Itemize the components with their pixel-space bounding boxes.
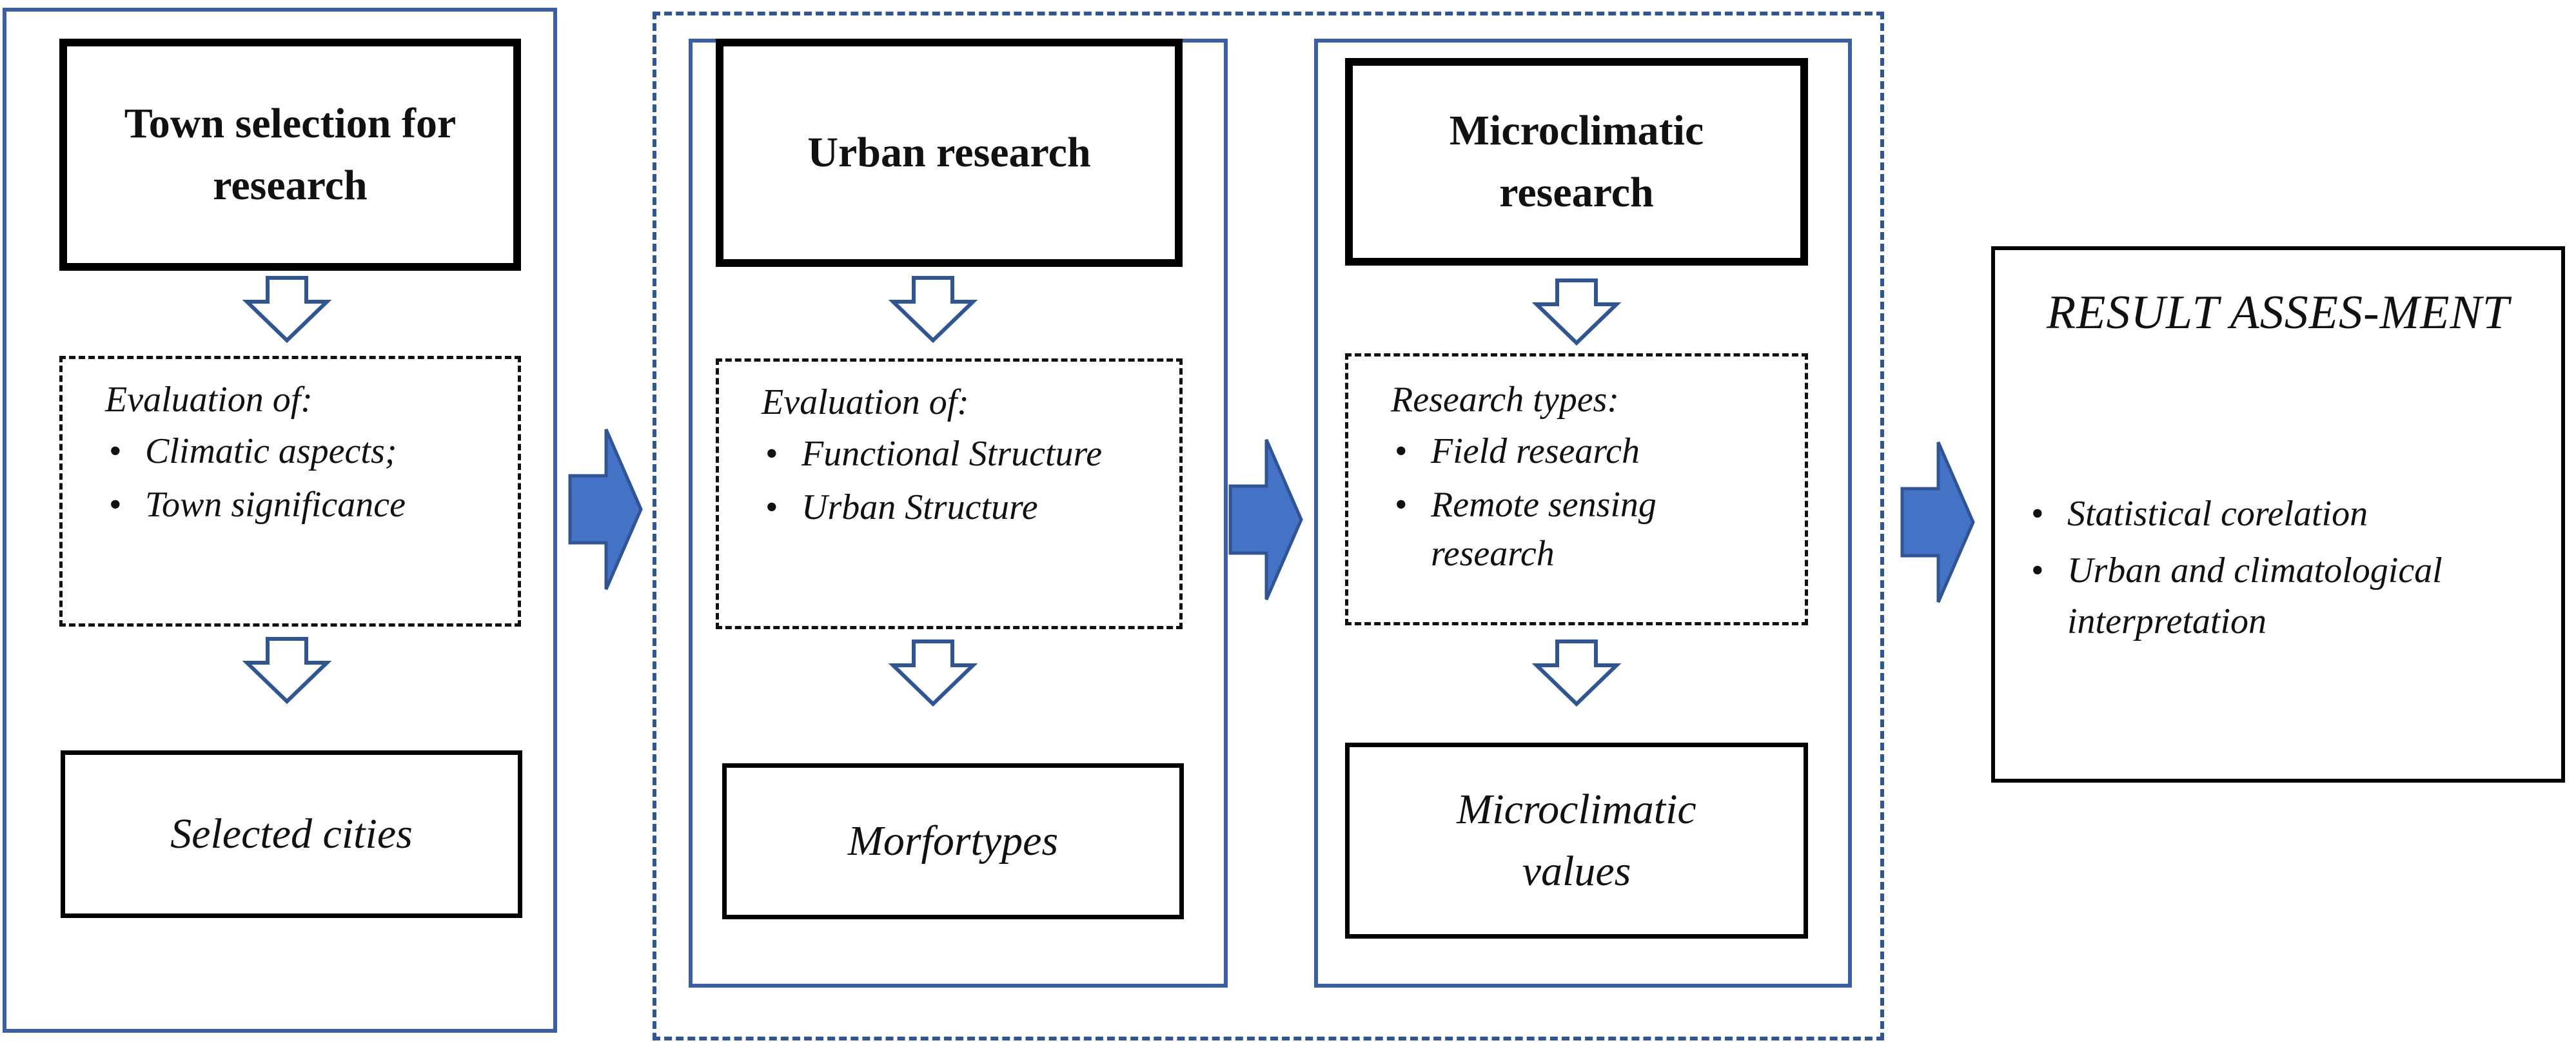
down-arrow-icon <box>1531 278 1622 346</box>
evaluation-list-urban-research: •Functional Structure •Urban Structure <box>762 430 1179 532</box>
list-item: •Functional Structure <box>765 430 1179 479</box>
dashed-group-research <box>653 12 1884 1040</box>
title-town-selection: Town selection for research <box>124 100 457 209</box>
assessment-box: RESULT ASSES-MENT •Statistical corelatio… <box>1991 246 2565 783</box>
result-selected-cities: Selected cities <box>170 810 413 858</box>
list-item: •Statistical corelation <box>2031 489 2557 539</box>
column-frame-microclimatic-research <box>1314 39 1852 988</box>
bullet: • <box>765 487 778 528</box>
bullet: • <box>1395 431 1408 471</box>
result-morfortypes: Morfortypes <box>847 817 1059 865</box>
result-box-selected-cities: Selected cities <box>61 750 522 918</box>
evaluation-box-urban-research: Evaluation of: •Functional Structure •Ur… <box>716 358 1183 629</box>
evaluation-heading-town-selection: Evaluation of: <box>105 380 313 420</box>
list-item: •Urban and climatological interpretation <box>2031 545 2557 647</box>
evaluation-heading-microclimatic-research: Research types: <box>1391 380 1619 420</box>
down-arrow-icon <box>1531 640 1622 707</box>
list-item: •Climatic aspects; <box>109 427 518 476</box>
title-box-town-selection: Town selection for research <box>59 39 521 271</box>
result-box-morfortypes: Morfortypes <box>722 763 1184 919</box>
title-microclimatic-research: Microclimatic research <box>1449 107 1704 216</box>
bullet: • <box>765 433 778 474</box>
evaluation-box-town-selection: Evaluation of: •Climatic aspects; •Town … <box>59 356 521 627</box>
bullet: • <box>2031 551 2044 591</box>
evaluation-list-microclimatic-research: •Field research •Remote sensing research <box>1391 427 1805 579</box>
evaluation-box-microclimatic-research: Research types: •Field research •Remote … <box>1345 353 1808 625</box>
list-item: •Town significance <box>109 481 518 530</box>
bullet: • <box>1395 485 1408 525</box>
title-box-microclimatic-research: Microclimatic research <box>1345 58 1808 266</box>
right-arrow-icon <box>1900 442 1975 603</box>
assessment-list: •Statistical corelation •Urban and clima… <box>2031 489 2557 653</box>
evaluation-list-town-selection: •Climatic aspects; •Town significance <box>105 427 518 530</box>
assessment-title: RESULT ASSES-MENT <box>2047 286 2510 339</box>
title-box-urban-research: Urban research <box>716 39 1183 267</box>
down-arrow-icon <box>888 640 978 707</box>
down-arrow-icon <box>242 276 332 344</box>
title-urban-research: Urban research <box>807 129 1091 177</box>
list-item: •Remote sensing research <box>1395 481 1785 578</box>
list-item: •Field research <box>1395 427 1785 476</box>
result-box-microclimatic-values: Microclimatic values <box>1345 743 1808 939</box>
right-arrow-icon <box>568 429 643 590</box>
bullet: • <box>2031 494 2044 534</box>
right-arrow-icon <box>1228 439 1303 600</box>
column-frame-town-selection <box>3 8 557 1033</box>
down-arrow-icon <box>888 276 978 344</box>
result-microclimatic-values: Microclimatic values <box>1457 786 1696 895</box>
bullet: • <box>109 431 122 471</box>
evaluation-heading-urban-research: Evaluation of: <box>762 382 969 422</box>
list-item: •Urban Structure <box>765 483 1179 532</box>
bullet: • <box>109 485 122 525</box>
down-arrow-icon <box>242 637 332 705</box>
